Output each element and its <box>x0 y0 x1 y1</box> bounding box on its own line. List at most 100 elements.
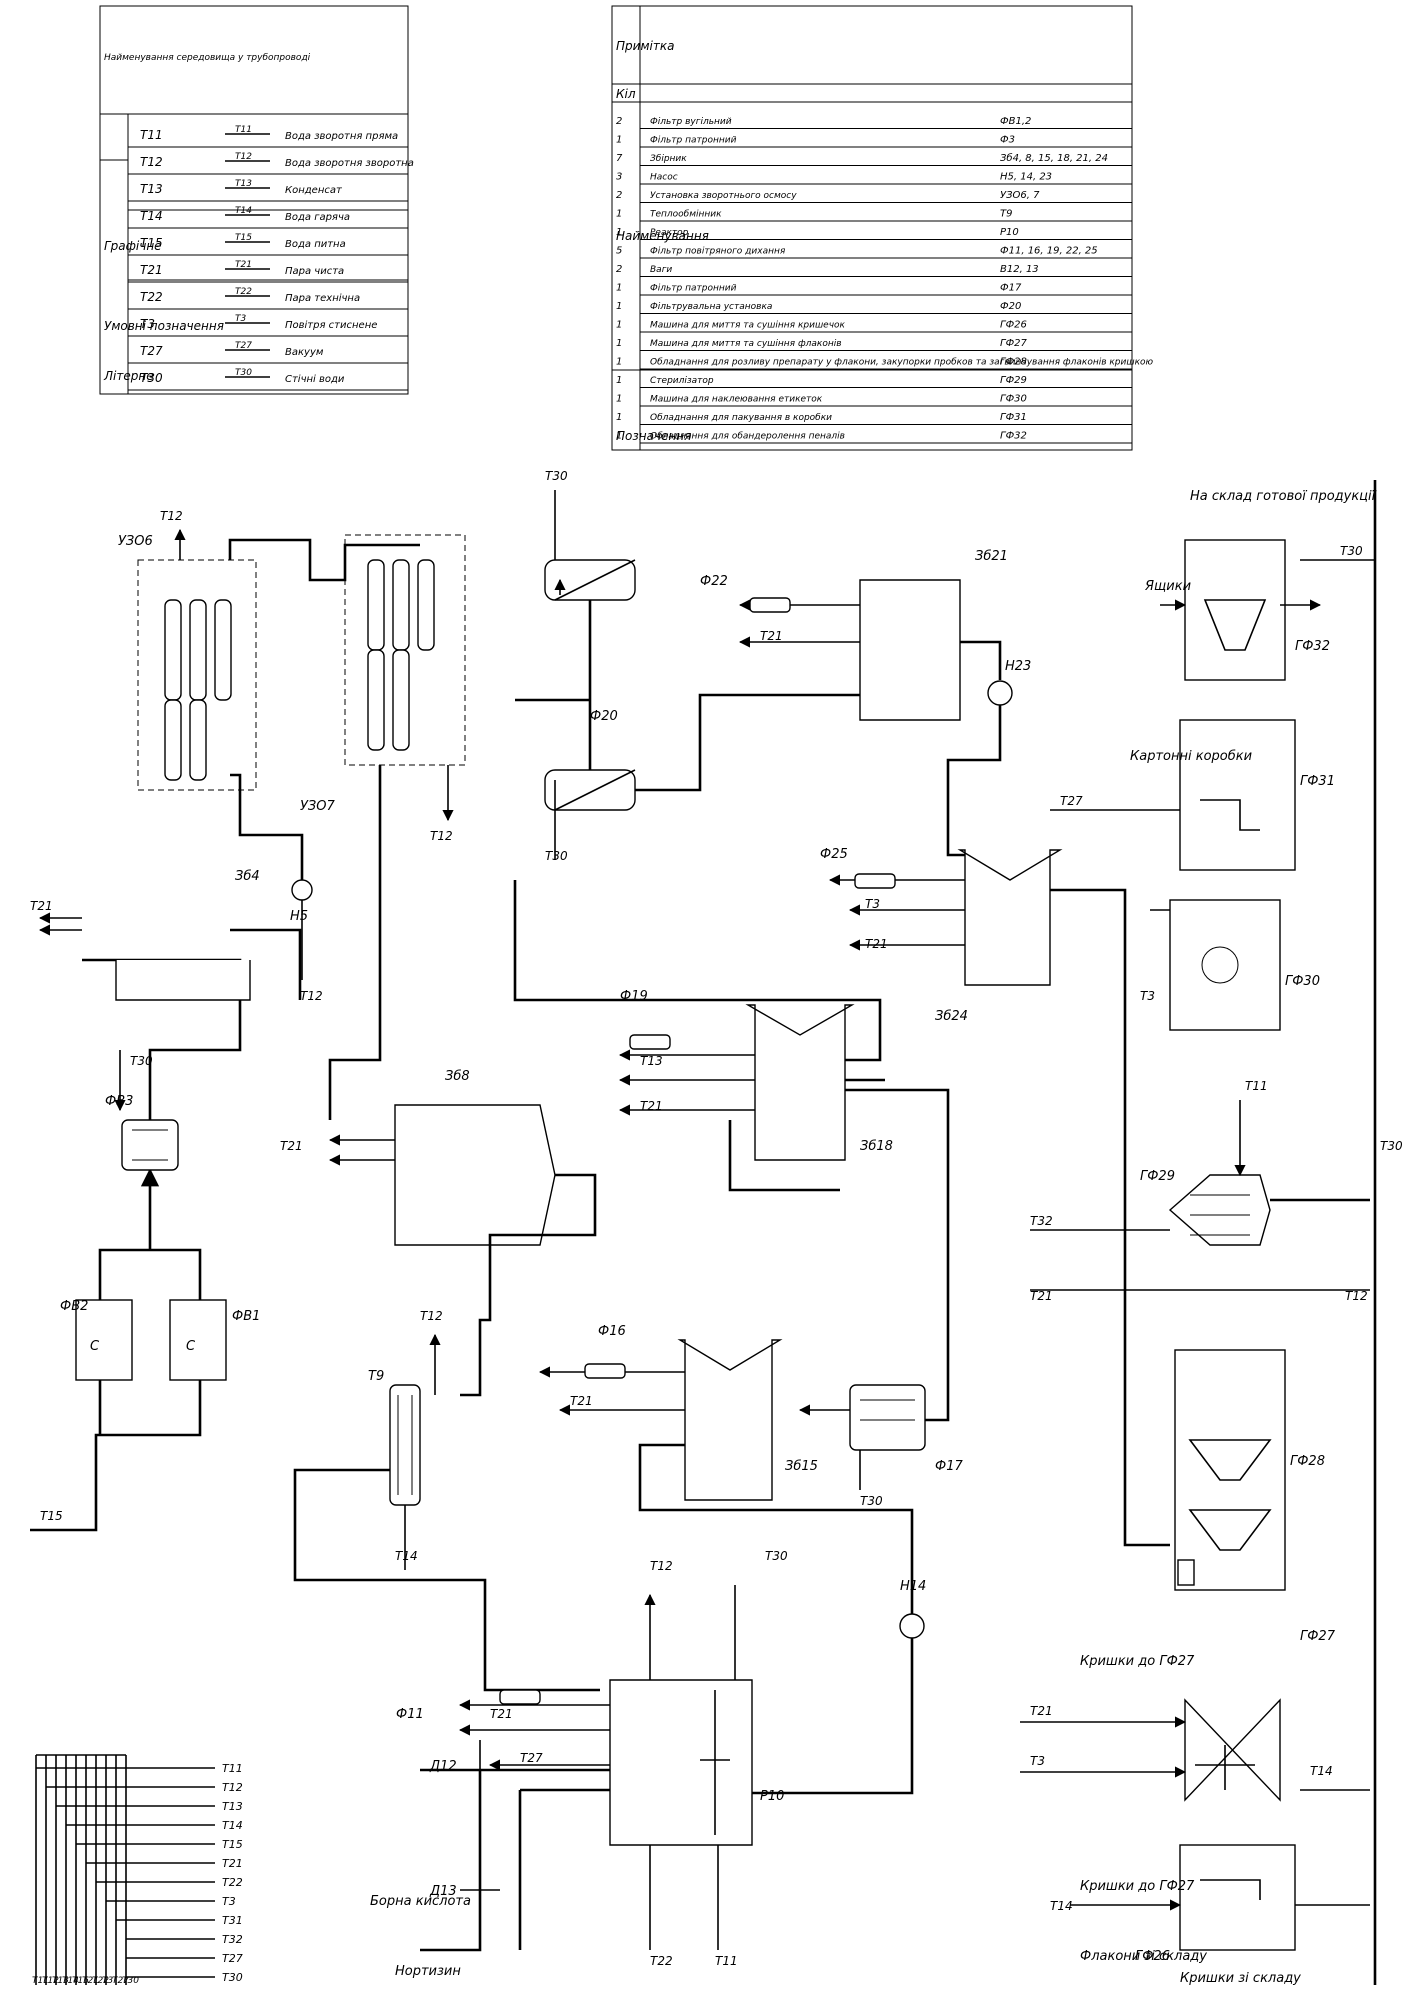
equipment-label: ГФ27 <box>1300 1629 1336 1644</box>
pipe-tag: Т30 <box>545 849 568 863</box>
spec-qty: 2 <box>616 116 622 127</box>
spec-name: Обладнання для пакування в коробки <box>650 413 832 423</box>
equipment-label: Т9 <box>368 1369 384 1384</box>
spec-name: Ваги <box>650 265 672 275</box>
legend-medium-name: Вода зворотня пряма <box>285 131 398 142</box>
spec-qty: 3 <box>616 172 622 183</box>
spec-code: ГФ28 <box>1000 357 1027 368</box>
spec-name: Фільтр патронний <box>650 136 737 146</box>
pipe-tag: Т12 <box>300 989 323 1003</box>
spec-qty: 1 <box>616 394 622 405</box>
legend-code: Т15 <box>140 236 163 250</box>
bundle-line-code: Т13 <box>52 1976 69 1986</box>
pipe-tag: Т12 <box>430 829 453 843</box>
spec-name: Реактор <box>650 228 689 238</box>
legend-code: Т27 <box>140 344 163 358</box>
spec-name: Насос <box>650 173 678 183</box>
spec-code: Н5, 14, 23 <box>1000 172 1052 183</box>
filter-f25-fitting <box>854 873 896 889</box>
legend-code: Т22 <box>140 290 163 304</box>
sterilizer-gf29 <box>1168 1174 1271 1246</box>
spec-code: ГФ29 <box>1000 375 1027 386</box>
machine-gf30 <box>1169 899 1281 1031</box>
legend-group-title: Умовні позначення <box>104 319 224 333</box>
spec-code: ГФ31 <box>1000 412 1027 423</box>
spec-table: Позначення Найменування Кіл Примітка ФВ1… <box>611 5 1154 451</box>
bundle-tap-code: Т31 <box>222 1914 243 1927</box>
bundle-tap-code: Т11 <box>222 1762 243 1775</box>
pipe-tag: Т3 <box>865 897 880 911</box>
equipment-label: Ф19 <box>620 989 648 1004</box>
collector-zb15 <box>677 1339 783 1501</box>
equipment-label: ГФ28 <box>1290 1454 1325 1469</box>
legend-medium-name: Пара чиста <box>285 266 344 277</box>
filter-f11-fitting <box>499 1689 541 1705</box>
carbon-filter-fv2: C <box>75 1299 133 1381</box>
cartridge-filter-f17 <box>849 1384 926 1451</box>
pipe-tag: Т32 <box>1030 1214 1053 1228</box>
equipment-label: ФВ1 <box>232 1309 260 1324</box>
heat-exchanger-t9 <box>389 1384 421 1506</box>
collector-zb24 <box>957 849 1063 986</box>
label-caps-to-gf27-b: Кришки до ГФ27 <box>1080 1654 1195 1669</box>
spec-name: Фільтрувальна установка <box>650 302 772 312</box>
legend-medium-name: Пара технічна <box>285 292 360 304</box>
equipment-label: Зб4 <box>235 869 260 884</box>
pipe-tag: Т30 <box>130 1054 153 1068</box>
feed-nortsizin: Нортизин <box>395 1964 461 1979</box>
spec-code: ГФ32 <box>1000 431 1027 442</box>
pipe-tag: Т27 <box>520 1751 543 1765</box>
spec-qty: 5 <box>616 246 622 257</box>
spec-code: В12, 13 <box>1000 264 1039 275</box>
spec-qty: 1 <box>616 227 622 238</box>
legend-medium-name: Вода гаряча <box>285 212 350 223</box>
spec-qty: 1 <box>616 135 622 146</box>
spec-code: Зб4, 8, 15, 18, 21, 24 <box>1000 152 1108 164</box>
pump-h14 <box>899 1613 925 1639</box>
collector-zb21 <box>859 579 961 721</box>
spec-code: ГФ26 <box>1000 320 1027 331</box>
legend-code: Т12 <box>140 155 163 169</box>
equipment-label: Ф16 <box>598 1324 626 1339</box>
spec-name: Стерилізатор <box>650 376 714 386</box>
pipe-tag: Т21 <box>280 1139 303 1153</box>
pipe-tag: Т30 <box>1380 1139 1403 1153</box>
equipment-label: Ф17 <box>935 1459 963 1474</box>
pipe-tag: Т11 <box>1245 1079 1268 1093</box>
svg-text:C: C <box>90 1339 100 1354</box>
label-boxes: Ящики <box>1144 579 1191 594</box>
pipe-tag: Т30 <box>1340 544 1363 558</box>
equipment-label: Ф20 <box>590 709 618 724</box>
legend-medium-name: Стічні води <box>285 373 345 385</box>
spec-header-note: Примітка <box>616 39 674 53</box>
legend-graphic-code: Т21 <box>235 260 252 270</box>
carbon-filter-fv1: C <box>169 1299 227 1381</box>
equipment-label: ГФ29 <box>1140 1169 1175 1184</box>
equipment-label: УЗО7 <box>300 799 335 814</box>
spec-qty: 1 <box>616 412 622 423</box>
label-to-finished-store: На склад готової продукції <box>1190 489 1377 504</box>
bundle-tap-code: Т3 <box>222 1895 236 1908</box>
spec-name: Фільтр патронний <box>650 284 737 294</box>
spec-qty: 7 <box>616 153 623 164</box>
spec-qty: 1 <box>616 431 622 442</box>
legend-col-letter: Літерне <box>103 369 154 383</box>
legend-code: Т21 <box>140 263 163 277</box>
bundle-line-code: Т22 <box>92 1976 109 1986</box>
bundle-line-code: Т15 <box>72 1976 89 1986</box>
legend-col-graphic: Графічне <box>104 239 162 253</box>
pipe-tag: Т21 <box>865 937 888 951</box>
spec-qty: 1 <box>616 357 622 368</box>
equipment-label: ФВ3 <box>105 1094 133 1109</box>
